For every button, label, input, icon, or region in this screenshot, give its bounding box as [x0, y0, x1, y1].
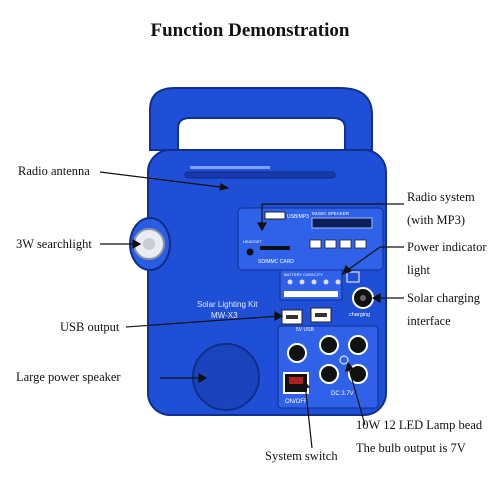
radio-display — [311, 217, 373, 229]
usb-mp3-port — [264, 211, 286, 220]
callout-system-switch: System switch — [265, 449, 338, 463]
sd-card-label: SD/MMC CARD — [258, 259, 294, 265]
callout-radio-system-line1: Radio system — [407, 190, 475, 204]
headset-jack — [246, 248, 254, 256]
charging-label: charging — [349, 312, 370, 318]
callout-power-indicator-line2: light — [407, 263, 430, 277]
callout-radio-antenna: Radio antenna — [18, 164, 90, 178]
solar-icon — [346, 271, 360, 283]
device-handle — [149, 87, 373, 151]
radio-buttons — [309, 239, 367, 249]
sd-card-slot — [260, 246, 290, 250]
callout-solar-charging: Solar charging interface — [407, 287, 480, 333]
callout-solar-line2: interface — [407, 314, 451, 328]
callout-solar-line1: Solar charging — [407, 291, 481, 305]
headset-label: HEADSET — [243, 239, 262, 244]
dc-label: DC 3.7V — [331, 391, 354, 397]
indicator-leds — [287, 279, 341, 285]
battery-capacity-label: BATTERY CAPACITY — [284, 272, 323, 277]
bulb-icon — [339, 355, 349, 365]
speaker-grille — [192, 343, 260, 411]
model-label-line2: MW-X3 — [211, 311, 238, 320]
dc-output-ports — [319, 335, 368, 384]
callout-searchlight: 3W searchlight — [16, 237, 92, 251]
music-speaker-label: MUSIC SPEAKER — [312, 211, 350, 216]
usb-5v-label: 5V USB — [296, 327, 314, 333]
page-title: Function Demonstration — [150, 20, 350, 41]
callout-radio-system: Radio system (with MP3) — [407, 186, 475, 232]
callout-power-indicator-line1: Power indicator — [407, 240, 487, 254]
callout-radio-system-line2: (with MP3) — [407, 213, 465, 227]
antenna — [184, 171, 336, 179]
model-label-line1: Solar Lighting Kit — [197, 300, 258, 309]
callout-lamp-line1: 10W 12 LED Lamp bead — [356, 418, 483, 432]
usb-mp3-label: USB/MP3 — [287, 214, 309, 220]
on-off-label: ON/OFF — [285, 399, 308, 405]
indicator-button — [287, 343, 307, 363]
callout-power-indicator: Power indicator light — [407, 236, 487, 282]
leader-lines — [99, 171, 404, 449]
callout-usb-output: USB output — [60, 320, 120, 334]
callout-lamp: 10W 12 LED Lamp bead The bulb output is … — [356, 414, 482, 460]
callout-speaker: Large power speaker — [16, 370, 121, 384]
callout-lamp-line2: The bulb output is 7V — [356, 441, 466, 455]
